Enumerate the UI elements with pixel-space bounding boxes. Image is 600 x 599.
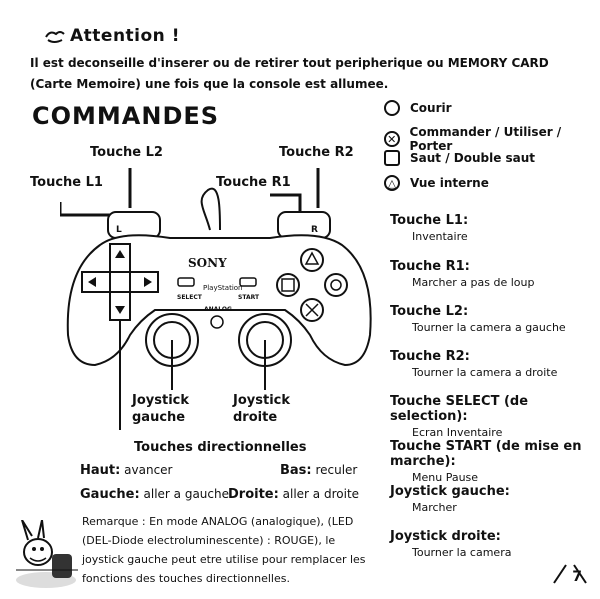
triangle-icon: △ [384,175,400,191]
remark-text: Remarque : En mode ANALOG (analogique), … [82,515,366,585]
function-item: Touche L2: Tourner la camera a gauche [390,304,566,334]
character-illustration [16,520,78,588]
legend-label: Saut / Double saut [410,151,536,165]
label-r2: Touche R2 [279,145,354,160]
label-l1: Touche L1 [30,175,103,190]
dir-down: Bas: reculer [280,463,358,478]
function-item: Touche START (de mise en marche): Menu P… [390,439,582,484]
label-joystick-right: Joystick droite [233,393,291,425]
label-joystick-left: Joystick gauche [132,393,190,425]
dir-right: Droite: aller a droite [228,487,360,502]
function-item: Joystick droite: Tourner la camera [390,529,512,559]
attention-body: Il est deconseille d'inserer ou de retir… [30,56,549,91]
function-item: Touche R1: Marcher a pas de loup [390,259,535,289]
analog-label: ANALOG [204,306,232,313]
start-label: START [238,294,260,301]
label-r1: Touche R1 [216,175,291,190]
label-l2: Touche L2 [90,145,163,160]
attention-icon [44,28,66,50]
legend-item-square: Saut / Double saut [384,150,535,166]
legend-item-circle: Courir [384,100,452,116]
attention-title: Attention ! [70,26,180,46]
circle-icon [384,100,400,116]
function-item: Touche R2: Tourner la camera a droite [390,349,558,379]
square-icon [384,150,400,166]
legend-label: Vue interne [410,176,489,190]
dir-up: Haut: avancer [80,463,173,478]
select-label: SELECT [177,294,202,301]
function-item: Touche L1: Inventaire [390,213,469,243]
label-dpad: Touches directionnelles [134,440,307,455]
legend-label: Courir [410,101,452,115]
label-l-mark: L [116,225,122,235]
commands-title: COMMANDES [32,102,220,130]
dir-left: Gauche: aller a gauche [80,487,229,502]
legend-label: Commander / Utiliser / Porter [409,125,562,153]
controller-diagram [60,168,372,430]
function-item: Touche SELECT (de selection): Ecran Inve… [390,394,529,439]
legend-item-triangle: △ Vue interne [384,175,489,191]
function-item: Joystick gauche: Marcher [390,484,510,514]
playstation-label: PlayStation [203,284,243,292]
cross-icon: ✕ [384,131,400,147]
page-number: 7 [572,569,582,585]
label-r-mark: R [311,225,318,235]
brand-label: SONY [188,256,227,270]
page-number-decoration [552,563,588,589]
legend-item-cross: ✕ Commander / Utiliser / Porter [384,125,600,153]
